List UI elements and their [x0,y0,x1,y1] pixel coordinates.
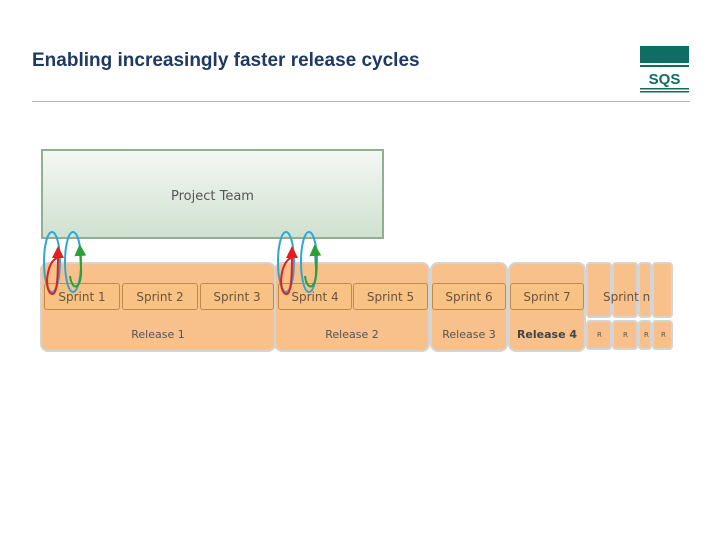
mini-release-3-label: R [644,331,649,339]
title-divider [32,101,690,102]
red-loop-arrow-2 [280,246,298,295]
mini-release-1 [586,320,612,350]
mini-release-4-label: R [661,331,666,339]
release-3-label: Release 3 [442,328,496,341]
release-2-label: Release 2 [325,328,379,341]
sprint-n-block-3 [638,262,652,318]
mini-release-2-label: R [623,331,628,339]
sqs-logo: SQS [640,46,689,94]
sprint-7: Sprint 7 [510,283,584,310]
sprint-6: Sprint 6 [432,283,506,310]
sprint-3: Sprint 3 [200,283,274,310]
sprint-n-block-2 [612,262,638,318]
sprint-5: Sprint 5 [353,283,428,310]
blue-loop-3 [277,231,295,293]
loop-group-sprint-4 [277,231,322,295]
mini-release-3 [638,320,652,350]
blue-loop-4 [300,231,318,293]
sprint-2: Sprint 2 [122,283,198,310]
project-team-label: Project Team [171,189,254,204]
blue-loop-1 [43,231,61,293]
green-loop-arrow [69,244,87,288]
release-1-label: Release 1 [131,328,185,341]
sprint-n-label: Sprint n [603,290,651,304]
sprint-n-block-1 [586,262,612,318]
mini-release-1-label: R [597,331,602,339]
project-team-box: Project Team [41,149,384,239]
mini-release-2 [612,320,638,350]
loop-group-sprint-1 [43,231,87,295]
release-4-label: Release 4 [516,328,578,341]
mini-release-4 [652,320,673,350]
green-loop-arrow-2 [304,244,322,288]
logo-text: SQS [649,71,681,88]
sprint-n-block-4 [652,262,673,318]
red-loop-arrow [46,246,64,295]
page-title: Enabling increasingly faster release cyc… [32,50,420,71]
